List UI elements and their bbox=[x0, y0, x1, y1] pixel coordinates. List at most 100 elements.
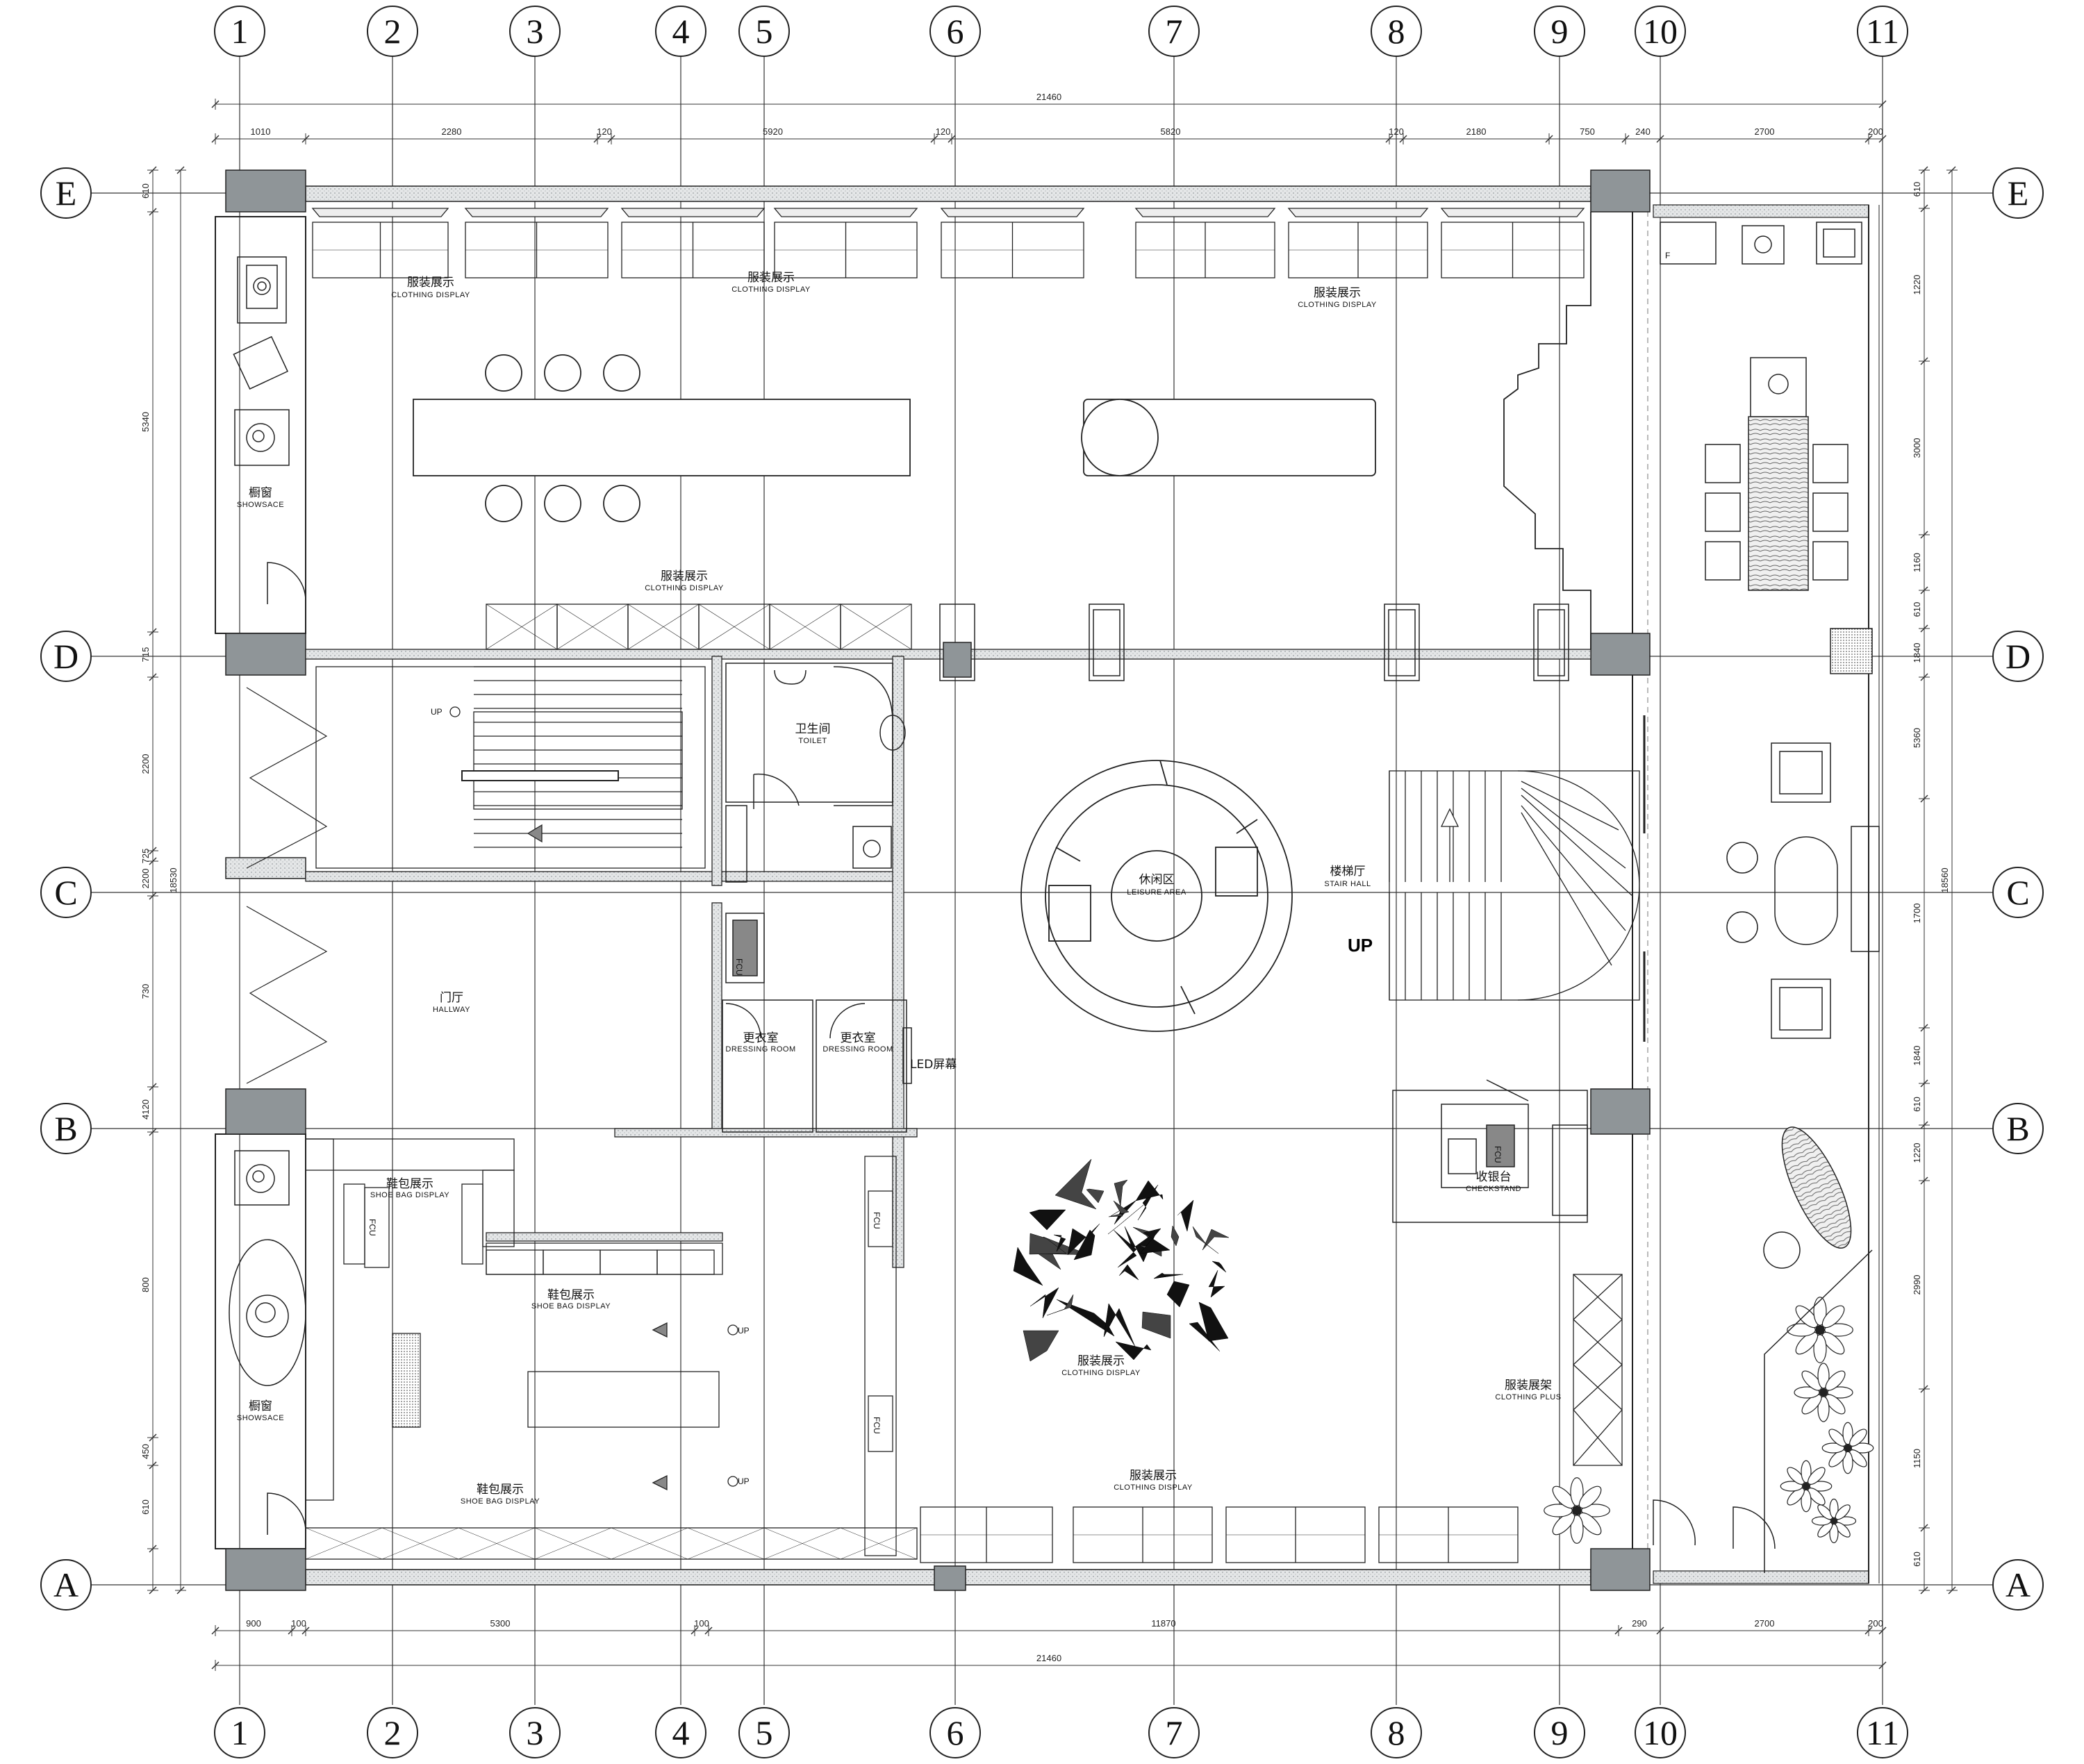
stair-hall bbox=[1389, 715, 1646, 1042]
grid-bubble-row bbox=[1992, 631, 2044, 682]
grid-bubble-col bbox=[929, 1707, 981, 1758]
grid-bubble-col bbox=[1148, 6, 1200, 57]
label-fridge: F bbox=[1665, 251, 1670, 260]
grid-bubble-col bbox=[1857, 6, 1908, 57]
plant-icon bbox=[1821, 1422, 1874, 1474]
clothing-rack-right bbox=[1573, 1274, 1623, 1466]
dim-left: 610 bbox=[140, 1499, 151, 1515]
dim-bottom: 900 bbox=[246, 1618, 261, 1629]
grid-label-col: 10 bbox=[1643, 1713, 1678, 1752]
label-clothing-top-right-en: CLOTHING DISPLAY bbox=[1298, 301, 1377, 309]
plant-icon bbox=[1787, 1297, 1853, 1363]
grid-bubble-row bbox=[1992, 167, 2044, 219]
label-checkstand: 收银台 bbox=[1476, 1170, 1512, 1184]
plant-icon bbox=[1811, 1498, 1857, 1544]
label-hallway: 门厅 bbox=[440, 991, 463, 1005]
grid-label-row: E bbox=[2008, 174, 2029, 213]
dim-right: 1840 bbox=[1912, 643, 1922, 663]
grid-bubble-row bbox=[1992, 1559, 2044, 1611]
label-dressing-2: 更衣室 bbox=[841, 1031, 876, 1045]
dim-overall-right: 18560 bbox=[1940, 867, 1950, 892]
label-showcase-bottom: 橱窗 bbox=[249, 1399, 272, 1413]
label-hallway-en: HALLWAY bbox=[433, 1006, 470, 1014]
grid-label-row: C bbox=[54, 873, 77, 912]
grid-bubble-col bbox=[367, 6, 418, 57]
dim-left: 730 bbox=[140, 984, 151, 999]
dim-left: 4120 bbox=[140, 1099, 151, 1120]
dim-left: 725 bbox=[140, 849, 151, 864]
bottom-clothing-cabinets bbox=[305, 1506, 1519, 1563]
label-clothing-top-mid: 服装展示 bbox=[747, 271, 795, 285]
label-showcase-top-en: SHOWSACE bbox=[237, 501, 284, 509]
grid-bubble-col bbox=[214, 6, 265, 57]
label-clothing-mid-en: CLOTHING DISPLAY bbox=[645, 584, 724, 592]
dim-top: 750 bbox=[1580, 126, 1595, 137]
grid-label-row: B bbox=[2006, 1109, 2029, 1148]
grid-bubble-col bbox=[214, 1707, 265, 1758]
grid-label-col: 5 bbox=[756, 12, 773, 51]
label-toilet-en: TOILET bbox=[798, 737, 827, 745]
label-clothing-top-left-en: CLOTHING DISPLAY bbox=[391, 291, 470, 299]
label-clothing-top-left: 服装展示 bbox=[407, 276, 454, 290]
grid-label-col: 3 bbox=[527, 12, 544, 51]
dim-top: 120 bbox=[597, 126, 612, 137]
label-clothing-bottom: 服装展示 bbox=[1130, 1469, 1177, 1483]
grid-bubble-col bbox=[655, 1707, 706, 1758]
showcase-top bbox=[233, 256, 290, 466]
grid-label-row: A bbox=[53, 1565, 78, 1604]
leisure-area bbox=[1020, 760, 1293, 1032]
grid-bubble-row bbox=[40, 1103, 92, 1154]
grid-label-col: 1 bbox=[231, 12, 249, 51]
label-dressing-1: 更衣室 bbox=[743, 1031, 779, 1045]
dim-top: 2700 bbox=[1755, 126, 1775, 137]
dim-left: 2200 bbox=[140, 754, 151, 774]
grid-label-col: 11 bbox=[1866, 1713, 1899, 1752]
right-room-furniture bbox=[267, 222, 1880, 1573]
grid-bubble-col bbox=[1148, 1707, 1200, 1758]
grid-label-row: B bbox=[54, 1109, 77, 1148]
dim-top: 2180 bbox=[1466, 126, 1487, 137]
label-leisure: 休闲区 bbox=[1139, 873, 1175, 887]
label-led: LED屏幕 bbox=[910, 1058, 957, 1072]
plants bbox=[1544, 1297, 1874, 1544]
dim-right: 3000 bbox=[1912, 438, 1922, 458]
grid-label-col: 6 bbox=[947, 1713, 964, 1752]
dim-top: 120 bbox=[1389, 126, 1404, 137]
dim-right: 610 bbox=[1912, 1551, 1922, 1567]
grid-bubble-col bbox=[1857, 1707, 1908, 1758]
top-clothing-cabinets bbox=[311, 208, 1585, 278]
central-artwork bbox=[1013, 1158, 1230, 1362]
label-up-ramp-2: UP bbox=[738, 1476, 750, 1486]
dim-left: 450 bbox=[140, 1444, 151, 1459]
dim-bottom: 2700 bbox=[1755, 1618, 1775, 1629]
checkstand bbox=[1392, 1079, 1588, 1223]
grid-label-col: 8 bbox=[1388, 12, 1405, 51]
grid-label-col: 7 bbox=[1166, 12, 1183, 51]
grid-label-col: 8 bbox=[1388, 1713, 1405, 1752]
dim-top: 120 bbox=[936, 126, 951, 137]
dim-top: 5920 bbox=[763, 126, 783, 137]
dim-bottom: 100 bbox=[291, 1618, 306, 1629]
dim-left: 5340 bbox=[140, 412, 151, 432]
grid-label-col: 9 bbox=[1551, 12, 1569, 51]
label-showcase-bottom-en: SHOWSACE bbox=[237, 1414, 284, 1422]
grid-label-col: 1 bbox=[231, 1713, 249, 1752]
label-clothing-rack: 服装展架 bbox=[1505, 1379, 1552, 1392]
label-stair-hall: 楼梯厅 bbox=[1330, 865, 1366, 879]
grid-bubble-row bbox=[1992, 1103, 2044, 1154]
label-stair-hall-en: STAIR HALL bbox=[1324, 880, 1371, 888]
label-showcase-top: 橱窗 bbox=[249, 486, 272, 500]
label-fcu-4: FCU bbox=[872, 1417, 882, 1434]
grid-label-col: 10 bbox=[1643, 12, 1678, 51]
vertical-display-racks bbox=[939, 604, 1569, 681]
grid-bubble-col bbox=[367, 1707, 418, 1758]
grid-label-col: 4 bbox=[672, 12, 690, 51]
dim-right: 1160 bbox=[1912, 553, 1922, 572]
grid-bubble-col bbox=[1371, 1707, 1422, 1758]
dim-bottom: 200 bbox=[1868, 1618, 1883, 1629]
showcase-bottom bbox=[229, 1150, 306, 1386]
grid-label-col: 9 bbox=[1551, 1713, 1569, 1752]
mid-clothing-cabinets bbox=[486, 604, 912, 1275]
